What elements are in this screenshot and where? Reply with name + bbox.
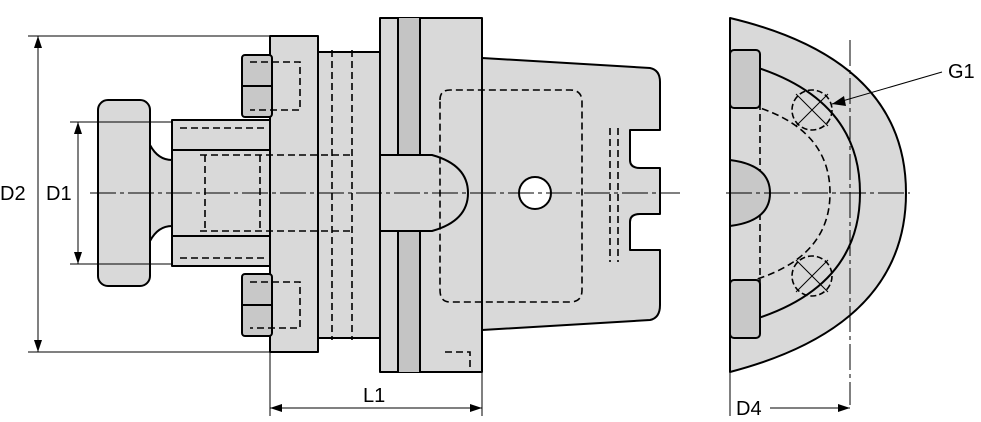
dim-label-d2: D2 [0, 183, 26, 205]
end-view [726, 17, 910, 405]
dim-label-d4: D4 [736, 398, 762, 420]
dim-label-g1: G1 [948, 61, 975, 83]
bolt-hole-bottom [791, 255, 833, 297]
bolt-hole-top [791, 89, 833, 131]
taper-body [481, 57, 661, 331]
side-view [90, 17, 680, 373]
dim-label-l1: L1 [363, 385, 385, 407]
end-view-lug-bottom [729, 279, 761, 339]
dimensions: D2 D1 L1 D4 G1 [0, 35, 975, 420]
end-view-lug-top [729, 49, 761, 109]
dim-label-d1: D1 [46, 183, 72, 205]
holder-block [269, 35, 381, 353]
end-view-body [729, 17, 907, 373]
